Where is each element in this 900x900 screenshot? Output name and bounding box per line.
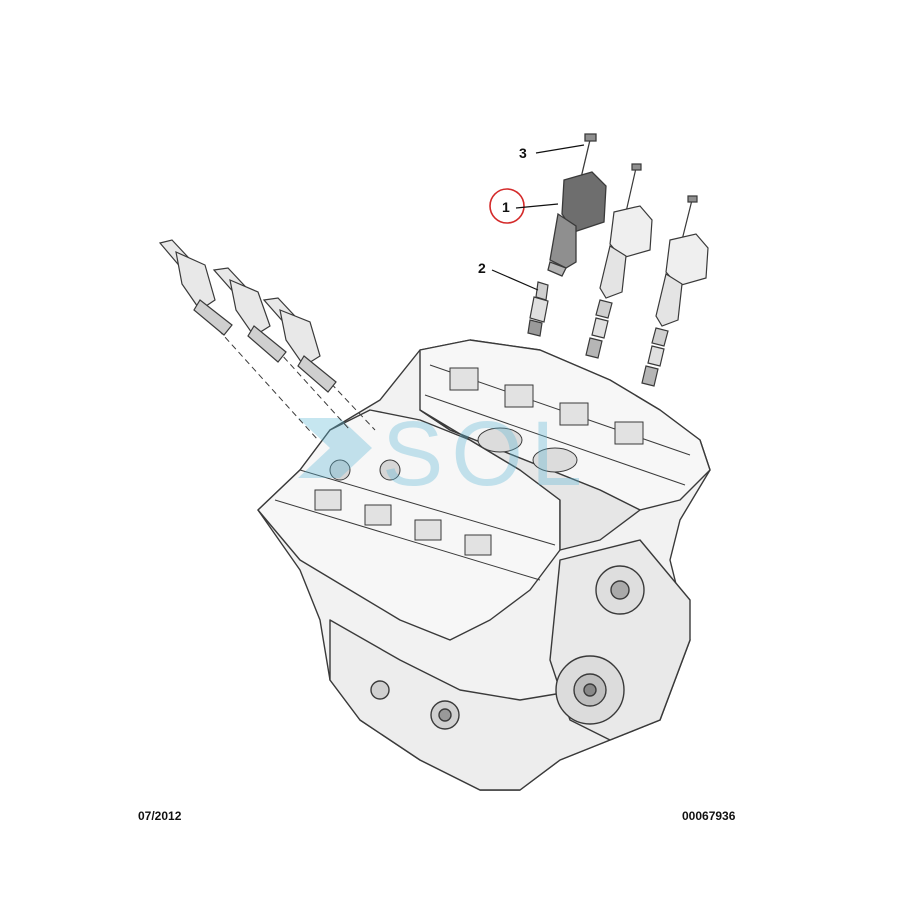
- diagram-reference-number: 00067936: [682, 809, 736, 823]
- callout-3: 3: [519, 144, 585, 161]
- ignition-coil-3-right: [641, 195, 709, 387]
- callout-leader-2: [491, 269, 539, 291]
- diagram-date: 07/2012: [138, 809, 182, 823]
- left-ignition-coil-3: [262, 297, 337, 393]
- coil-body: [549, 212, 577, 269]
- ignition-coil-highlighted: [547, 133, 607, 277]
- left-ignition-coil-1: [158, 239, 233, 336]
- callout-highlight-circle: [489, 188, 525, 224]
- coil-top: [561, 171, 607, 233]
- callout-label-2: 2: [478, 260, 486, 276]
- spark-plug-highlighted: [527, 281, 549, 337]
- callout-label-3: 3: [519, 145, 527, 161]
- watermark-text: SOL: [382, 403, 590, 505]
- watermark: SOL: [298, 403, 590, 505]
- block-port: [370, 680, 390, 700]
- watermark-arrow: [298, 418, 372, 478]
- left-ignition-coil-2: [212, 267, 287, 363]
- callout-2: 2: [478, 260, 539, 291]
- block-port: [438, 708, 452, 722]
- bolt-3-head: [584, 133, 597, 142]
- ignition-coil-2-right: [585, 163, 653, 359]
- left-head-details: [274, 459, 556, 581]
- callout-leader-1: [515, 203, 559, 209]
- coil-boot: [547, 261, 567, 277]
- callout-label-1: 1: [502, 199, 510, 215]
- cam-pulley-hub: [610, 580, 630, 600]
- callout-1: 1: [489, 188, 559, 224]
- callout-leader-3: [535, 144, 585, 154]
- right-head-details: [424, 364, 691, 486]
- crank-pulley-center: [583, 683, 597, 697]
